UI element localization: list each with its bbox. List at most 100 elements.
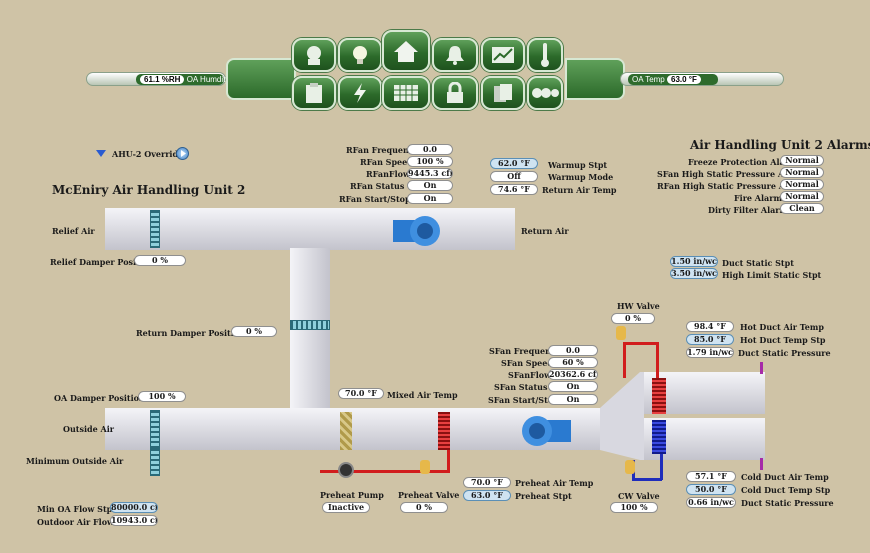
high-limit-static-value[interactable]: 3.50 in/wc (670, 268, 718, 279)
supply-fan (515, 414, 571, 448)
preheat-pipe (320, 470, 450, 473)
chart-icon (492, 47, 514, 63)
hot-duct-temp-value: 98.4 °F (686, 321, 734, 332)
rfan-speed-label: RFan Speed (360, 157, 413, 167)
nav-security-button[interactable] (432, 76, 478, 110)
humidity-label: OA Humdity (186, 75, 230, 84)
humidity-readout: 61.1 %RH OA Humdity (136, 74, 229, 85)
preheat-coil (438, 412, 450, 450)
oa-damper-value: 100 % (138, 391, 186, 402)
humidity-value: 61.1 %RH (140, 75, 185, 84)
preheat-stpt-label: Preheat Stpt (515, 491, 572, 501)
oatemp-readout: OA Temp 63.0 °F (628, 74, 718, 85)
sfan-frequency-value: 0.0 (548, 345, 598, 356)
rfan-status-value: On (407, 180, 453, 191)
lock-icon (447, 82, 463, 103)
overrides-label[interactable]: AHU-2 Overrides (112, 149, 188, 159)
filter (340, 412, 352, 450)
preheat-stpt-value[interactable]: 63.0 °F (463, 490, 511, 501)
rfan-status-label: RFan Status (350, 181, 405, 191)
nav-left-wing (226, 58, 296, 100)
nav-reports-button[interactable] (292, 76, 336, 110)
cold-duct-stp-value[interactable]: 50.0 °F (686, 484, 736, 495)
alarm-sfan-static-label: SFan High Static Pressure Alarm (657, 169, 805, 179)
nav-home-button[interactable] (382, 30, 430, 72)
cw-pipe-bottom (632, 478, 662, 481)
return-air-temp-value: 74.6 °F (490, 184, 538, 195)
documents-icon (494, 84, 512, 102)
alarm-freeze-value: Normal (780, 155, 824, 166)
cold-duct-static-label: Duct Static Pressure (741, 498, 834, 508)
return-damper-value: 0 % (231, 326, 277, 337)
hot-duct-stp-value[interactable]: 85.0 °F (686, 334, 734, 345)
alarm-filter-value: Clean (780, 203, 824, 214)
min-oa-damper (150, 448, 160, 476)
preheat-pump-icon (338, 462, 354, 478)
hw-valve-label: HW Valve (617, 301, 660, 311)
relief-damper (150, 210, 160, 248)
nav-schedule-button[interactable] (382, 76, 430, 110)
preheat-valve-icon[interactable] (420, 460, 430, 474)
cw-valve-label: CW Valve (618, 491, 660, 501)
sfan-speed-label: SFan Speed (501, 358, 553, 368)
alarm-filter-label: Dirty Filter Alarm (708, 205, 788, 215)
nav-power-button[interactable] (338, 76, 382, 110)
oatemp-label: OA Temp (632, 75, 665, 84)
rfan-flow-value: 9445.3 cfm (407, 168, 453, 179)
preheat-temp-label: Preheat Air Temp (515, 478, 594, 488)
hot-duct-stp-label: Hot Duct Temp Stp (740, 335, 826, 345)
cold-duct-temp-label: Cold Duct Air Temp (741, 472, 829, 482)
hw-valve-icon[interactable] (616, 326, 626, 340)
nav-trends-button[interactable] (481, 38, 525, 72)
alarm-rfan-static-value: Normal (780, 179, 824, 190)
user-icon (307, 46, 321, 65)
min-oa-stpt-label: Min OA Flow Stpt (37, 504, 116, 514)
cw-valve-icon[interactable] (625, 460, 635, 474)
nav-gauges-button[interactable] (527, 76, 563, 110)
duct-split (600, 372, 644, 460)
outdoor-airflow-label: Outdoor Air Flow (37, 517, 114, 527)
hw-supply-pipe (623, 342, 626, 378)
clipboard-icon (306, 83, 322, 103)
sfan-status-label: SFan Status (494, 382, 548, 392)
cw-valve-value: 100 % (610, 502, 658, 513)
oa-damper-label: OA Damper Position (54, 393, 145, 403)
warmup-stpt-value[interactable]: 62.0 °F (490, 158, 538, 169)
duct-static-stpt-value[interactable]: 1.50 in/wc (670, 256, 718, 267)
return-fan (393, 214, 447, 248)
sfan-flow-label: SFanFlow (508, 370, 551, 380)
nav-temperature-button[interactable] (527, 38, 563, 72)
sfan-startstop-value[interactable]: On (548, 394, 598, 405)
overrides-flag-icon (96, 150, 106, 158)
nav-documents-button[interactable] (481, 76, 525, 110)
return-riser-duct (290, 248, 330, 418)
rfan-startstop-value[interactable]: On (407, 193, 453, 204)
preheat-pump-value: Inactive (322, 502, 370, 513)
nav-alarms-button[interactable] (432, 38, 478, 72)
hot-duct-temp-label: Hot Duct Air Temp (740, 322, 824, 332)
hw-supply-pipe-top (623, 342, 659, 345)
cold-coil (652, 420, 666, 454)
warmup-stpt-label: Warmup Stpt (548, 160, 608, 170)
overrides-play-icon[interactable] (176, 147, 189, 160)
return-damper-label: Return Damper Position (136, 328, 245, 338)
min-oa-stpt-value[interactable]: 80000.0 cfm (110, 502, 158, 513)
high-limit-static-label: High Limit Static Stpt (722, 270, 822, 280)
nav-lighting-button[interactable] (338, 38, 382, 72)
nav-occupants-button[interactable] (292, 38, 336, 72)
bell-icon (446, 46, 464, 65)
warmup-mode-label: Warmup Mode (548, 172, 614, 182)
nav-right-wing (565, 58, 625, 100)
hot-coil (652, 378, 666, 414)
calendar-icon (394, 85, 418, 101)
hot-duct-static-value: 1.79 in/wc (686, 347, 734, 358)
warmup-mode-value[interactable]: Off (490, 171, 538, 182)
rfan-speed-value: 100 % (407, 156, 453, 167)
oa-damper (150, 410, 160, 448)
unit-title: McEniry Air Handling Unit 2 (52, 183, 246, 197)
rfan-frequency-value: 0.0 (407, 144, 453, 155)
rfan-frequency-label: RFan Frequency (346, 145, 419, 155)
cw-return-pipe (660, 454, 663, 480)
sfan-flow-value: 20362.6 cfm (548, 369, 598, 380)
relief-damper-label: Relief Damper Position (50, 257, 154, 267)
